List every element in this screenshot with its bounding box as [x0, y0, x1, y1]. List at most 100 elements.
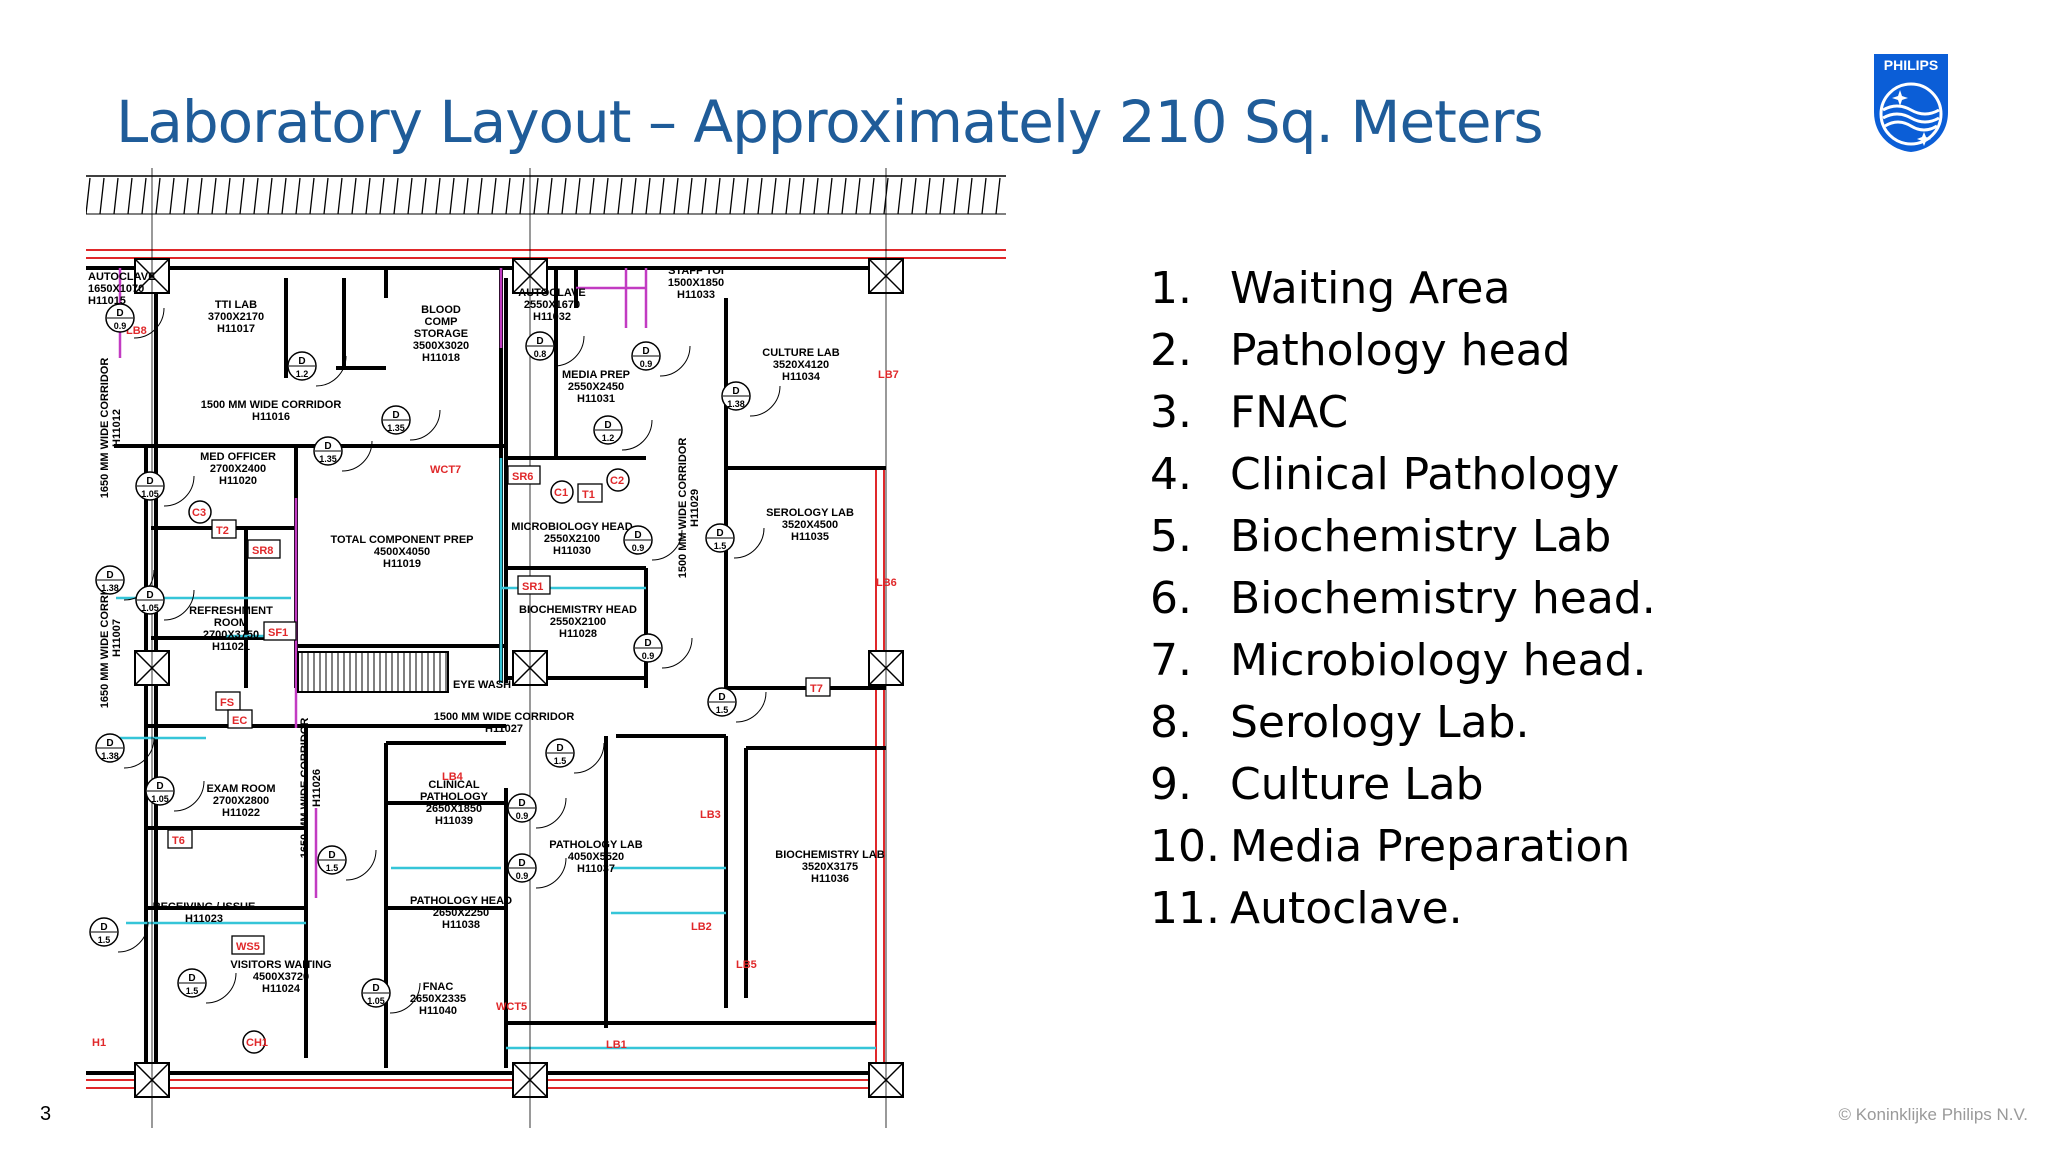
door-width: 1.5 — [554, 756, 567, 766]
room-list-label: Biochemistry Lab — [1230, 511, 1612, 562]
room-label-line: SEROLOGY LAB — [766, 507, 854, 519]
room-label-line: BIOCHEMISTRY HEAD — [519, 604, 637, 616]
room-label-line: H11027 — [485, 723, 523, 735]
hatch-stroke — [645, 177, 651, 215]
tag-box — [211, 519, 237, 539]
hatch-stroke — [617, 177, 623, 215]
hatch-stroke — [155, 177, 161, 215]
door-swing — [661, 637, 693, 669]
door-width: 1.2 — [602, 433, 615, 443]
tag-label: FS — [220, 697, 234, 709]
door-width: 1.5 — [98, 935, 111, 945]
hatch-stroke — [463, 177, 469, 215]
hatch-stroke — [393, 177, 399, 215]
room-list-number: 7. — [1150, 635, 1192, 686]
room-label-line: H11030 — [553, 545, 591, 557]
room-label-line: H11021 — [212, 641, 250, 653]
door-mark: D1.38 — [95, 733, 155, 769]
equipment-tag: LB3 — [700, 809, 721, 821]
hatch-stroke — [435, 177, 441, 215]
door-swing — [535, 857, 567, 889]
door-letter: D — [324, 441, 331, 452]
door-swing — [553, 335, 585, 367]
room-label-line: H11022 — [222, 807, 260, 819]
door-letter: D — [116, 308, 123, 319]
door-mark: D0.9 — [507, 793, 567, 829]
hatch-stroke — [379, 177, 385, 215]
door-letter: D — [634, 530, 641, 541]
door-width: 1.5 — [716, 705, 729, 715]
tag-label: H1 — [92, 1037, 106, 1049]
door-letter: D — [372, 983, 379, 994]
door-width: 1.35 — [319, 454, 337, 464]
room-label-line: AUTOCLAVE — [88, 271, 155, 283]
door-width: 1.5 — [186, 986, 199, 996]
tag-label: T6 — [172, 835, 185, 847]
equipment-tag: EC — [227, 709, 253, 729]
tag-label: EC — [232, 715, 247, 727]
door-mark: D 0.9 — [623, 525, 683, 561]
magenta-partitions — [118, 268, 648, 898]
door-letter: D — [642, 346, 649, 357]
hatch-stroke — [127, 177, 133, 215]
tag-label: C3 — [192, 507, 206, 519]
door-mark: D 1.5 — [89, 917, 149, 953]
door-mark: D1.2 — [287, 351, 347, 387]
red-boundary-lines — [86, 249, 1006, 1089]
room-list-item: 11.Autoclave. — [1150, 878, 1656, 940]
hatch-stroke — [771, 177, 777, 215]
room-label-eye-wash: EYE WASH — [453, 679, 511, 691]
door-mark: D1.5 — [317, 845, 377, 881]
equipment-tag: LB7 — [878, 369, 899, 381]
door-mark: D 1.5 — [177, 968, 237, 1004]
hatch-stroke — [911, 177, 917, 215]
hatch-stroke — [533, 177, 539, 215]
hatch-stroke — [995, 177, 1001, 215]
room-label-line: 1500 MM WIDE CORRIDOR — [434, 711, 575, 723]
room-label-line: RECEIVING / ISSUE — [153, 901, 256, 913]
stairs — [297, 651, 449, 693]
room-list-item: 5.Biochemistry Lab — [1150, 506, 1656, 568]
tag-label: LB7 — [878, 369, 899, 381]
tag-label: WCT5 — [496, 1001, 527, 1013]
room-label-line: H11018 — [422, 352, 460, 364]
tag-box — [231, 935, 265, 955]
hatch-stroke — [281, 177, 287, 215]
copyright-notice: © Koninklijke Philips N.V. — [1838, 1105, 2028, 1124]
door-mark: D1.35 — [381, 405, 441, 441]
hatch-stroke — [519, 177, 525, 215]
room-label-line: H11029 — [689, 489, 701, 527]
door-letter: D — [188, 973, 195, 984]
door-width: 1.05 — [367, 996, 385, 1006]
door-width: 0.9 — [632, 543, 645, 553]
door-swing — [341, 440, 373, 472]
hatch-stroke — [897, 177, 903, 215]
room-label-line: COMP — [425, 316, 458, 328]
slide-title: Laboratory Layout – Approximately 210 Sq… — [116, 88, 1544, 156]
room-list-label: Culture Lab — [1230, 759, 1484, 810]
room-label-line: H11020 — [219, 475, 257, 487]
hatch-stroke — [673, 177, 679, 215]
hatch-stroke — [421, 177, 427, 215]
room-label-line: 1650X1070 — [88, 283, 144, 295]
room-label-line: H11035 — [791, 531, 829, 543]
door-letter: D — [100, 922, 107, 933]
room-list-number: 9. — [1150, 759, 1192, 810]
hatch-stroke — [729, 177, 735, 215]
door-width: 0.9 — [516, 811, 529, 821]
equipment-tag: LB2 — [691, 921, 712, 933]
door-mark: D1.38 — [721, 381, 781, 417]
tag-label: C1 — [554, 487, 568, 499]
door-width: 0.9 — [516, 871, 529, 881]
hatch-stroke — [757, 177, 763, 215]
door-swing — [651, 529, 683, 561]
door-mark: D1.05 — [135, 585, 195, 621]
equipment-tag: WCT5 — [496, 1001, 527, 1013]
